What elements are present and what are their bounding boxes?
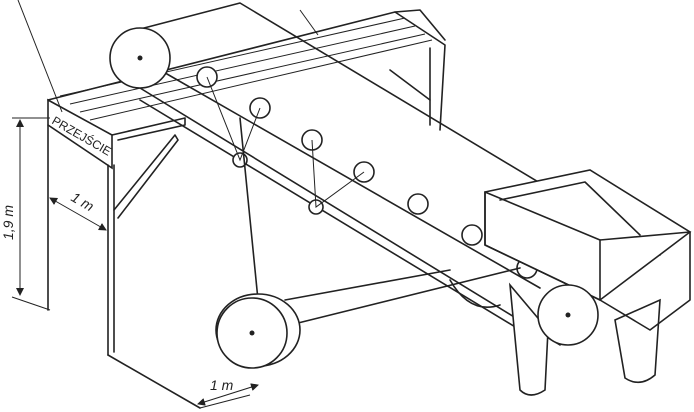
conveyor-belt bbox=[109, 2, 661, 369]
clearance-dimension-label: 1 m bbox=[210, 377, 234, 393]
dimension-lines bbox=[11, 117, 259, 409]
hopper-cart bbox=[449, 169, 692, 396]
height-dimension-label: 1,9 m bbox=[0, 205, 16, 240]
walkway-bridge bbox=[17, 0, 446, 409]
